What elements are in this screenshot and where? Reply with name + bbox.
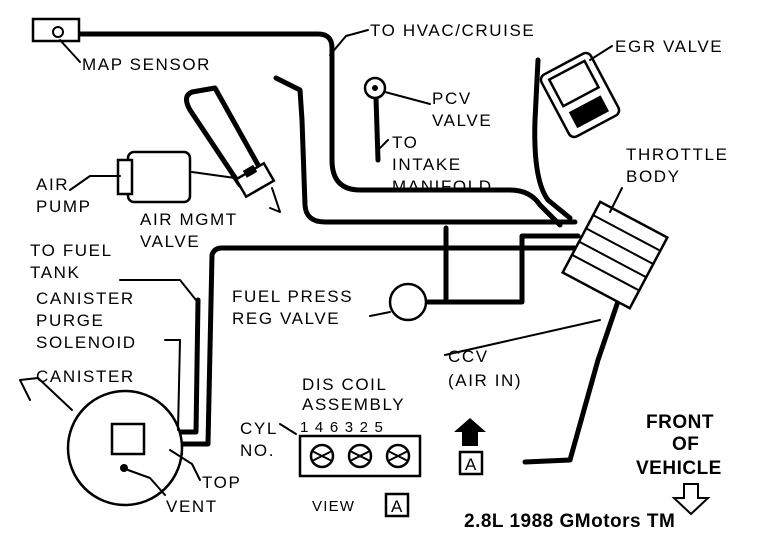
vent-label: VENT [166,497,218,516]
canister-purge-label-3: SOLENOID [36,333,137,352]
air-pump-label-2: PUMP [36,197,92,216]
pcv-valve-label-2: VALVE [432,111,492,130]
egr-hose [532,57,573,221]
throttle-body [560,200,670,310]
front-label: FRONT [646,412,714,433]
egr-valve [539,51,621,139]
leader-lines [19,29,623,496]
cyl-label: CYL [240,419,278,438]
to-intake-label-1: TO [392,133,419,152]
caption: 2.8L 1988 GMotors TM [464,511,675,532]
no-label: NO. [240,441,275,460]
vacuum-hoses [57,31,631,465]
view-label-box [384,492,410,518]
air-pump-label-1: AIR [36,175,69,194]
view-label: VIEW [312,498,355,515]
text-labels: MAP SENSOR TO HVAC/CRUISE EGR VALVE PCV … [30,21,729,532]
fuel-press-hose [425,233,581,305]
ccv-hose [522,269,631,465]
fuel-press-reg-valve [388,282,428,322]
fuel-press-label-2: REG VALVE [232,309,340,328]
canister-purge-label-2: PURGE [36,311,104,330]
map-sensor-port [52,26,64,38]
dis-coil-terminals [309,443,411,469]
fuel-press-label-1: FUEL PRESS [232,287,353,306]
egr-valve-base [568,95,610,129]
air-pump [116,150,192,204]
canister-purge-hose [142,245,583,447]
throttle-body-label-1: THROTTLE [626,145,729,164]
dis-coil-label-2: ASSEMBLY [302,395,405,414]
ccv-label-2: (AIR IN) [448,371,522,390]
throttle-body-ribs [571,214,662,292]
to-intake-label-3: MANIFOLD [392,177,493,196]
map-sensor-label: MAP SENSOR [82,55,211,74]
throttle-body-shell [560,200,670,310]
view-a-arrow [454,418,486,476]
to-fuel-tank-label-2: TANK [30,263,80,282]
canister [66,389,184,507]
air-mgmt-valve [234,161,276,199]
canister-label: CANISTER [36,367,135,386]
canister-purge-label-1: CANISTER [36,289,135,308]
arrow-a-letter: A [465,455,478,474]
dis-coil-assembly [298,434,422,478]
pcv-valve-label-1: PCV [432,89,472,108]
dis-coil-label-1: DIS COIL [302,375,388,394]
air-mgmt-label-2: VALVE [140,232,200,251]
pcv-valve [363,76,387,100]
vehicle-label: VEHICLE [636,458,722,479]
to-fuel-tank-label-1: TO FUEL [30,241,113,260]
view-a-box [458,450,484,476]
air-pump-end [116,158,134,196]
view-a-letter: A [391,497,404,516]
canister-vent-port [120,464,128,472]
throttle-body-label-2: BODY [626,167,681,186]
ccv-label-1: CCV [448,347,489,366]
hvac-cruise-hose [273,75,578,225]
to-hvac-cruise-label: TO HVAC/CRUISE [370,21,535,40]
front-direction-arrow [671,483,711,516]
egr-valve-label: EGR VALVE [615,37,723,56]
canister-purge-solenoid [110,422,146,456]
cylinder-numbers: 1 4 6 3 2 5 [300,419,384,436]
map-sensor-hose [57,31,563,228]
of-label: OF [672,434,699,455]
air-pump-hose [191,171,236,179]
air-mgmt-hose [184,85,265,188]
air-mgmt-valve-fitting [242,164,258,178]
top-label: TOP [202,473,241,492]
view-direction-arrow [454,418,486,446]
map-sensor [31,17,81,43]
egr-valve-cap [547,59,601,108]
to-intake-label-2: INTAKE [392,155,462,174]
air-pump-body [126,150,192,204]
air-mgmt-label-1: AIR MGMT [140,210,238,229]
pcv-valve-center [372,85,378,91]
